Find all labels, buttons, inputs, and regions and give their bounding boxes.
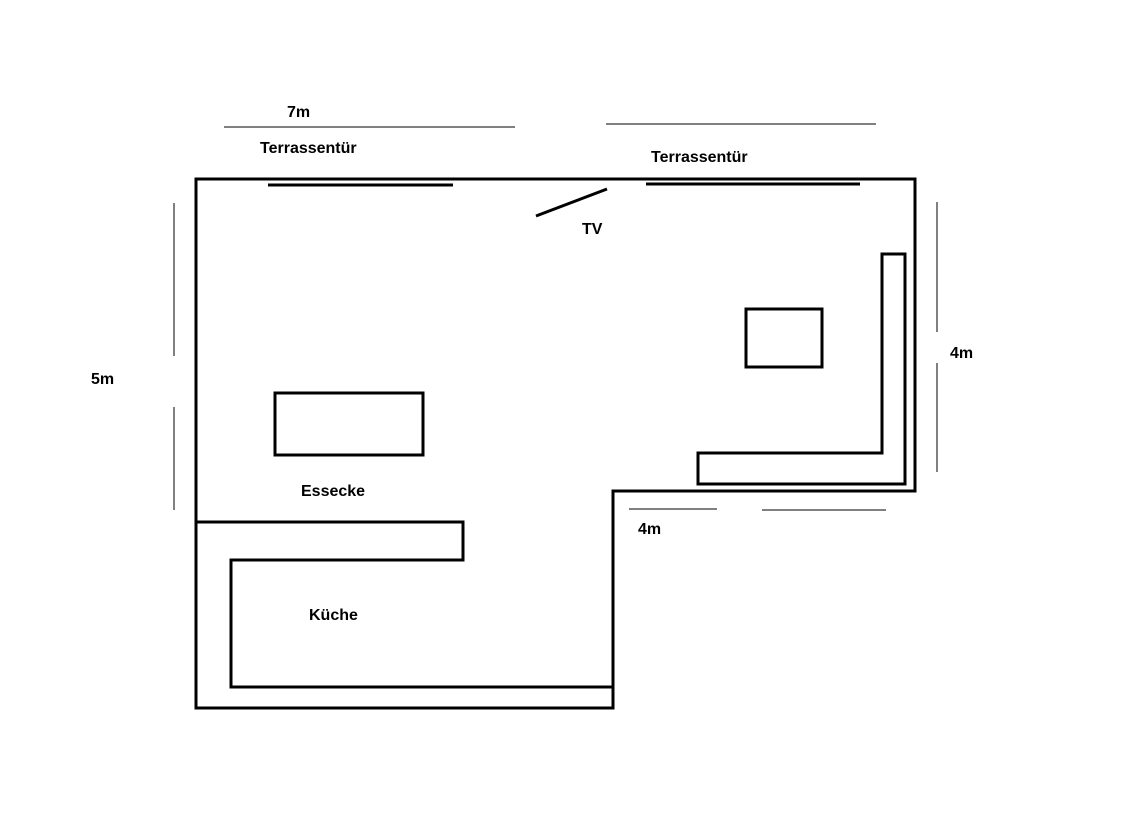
dimension-lines: [173, 123, 938, 511]
coffee-table: [744, 307, 824, 369]
tv-icon: [535, 187, 608, 218]
dimension-label-right: 4m: [950, 345, 973, 362]
dining-table: [273, 391, 425, 457]
dimension-label-top: 7m: [287, 104, 310, 121]
room-label-kitchen: Küche: [309, 607, 358, 624]
kitchen-counter: [196, 520, 613, 689]
terrace-door-left-label: Terrassentür: [260, 140, 357, 157]
dimension-label-bottom-right: 4m: [638, 521, 661, 538]
outer-walls: [194, 177, 917, 710]
room-label-dining: Essecke: [301, 483, 365, 500]
terrace-door-right-label: Terrassentür: [651, 149, 748, 166]
corner-sofa: [696, 252, 907, 486]
tv-label: TV: [582, 221, 603, 238]
dimension-label-left: 5m: [91, 371, 114, 388]
